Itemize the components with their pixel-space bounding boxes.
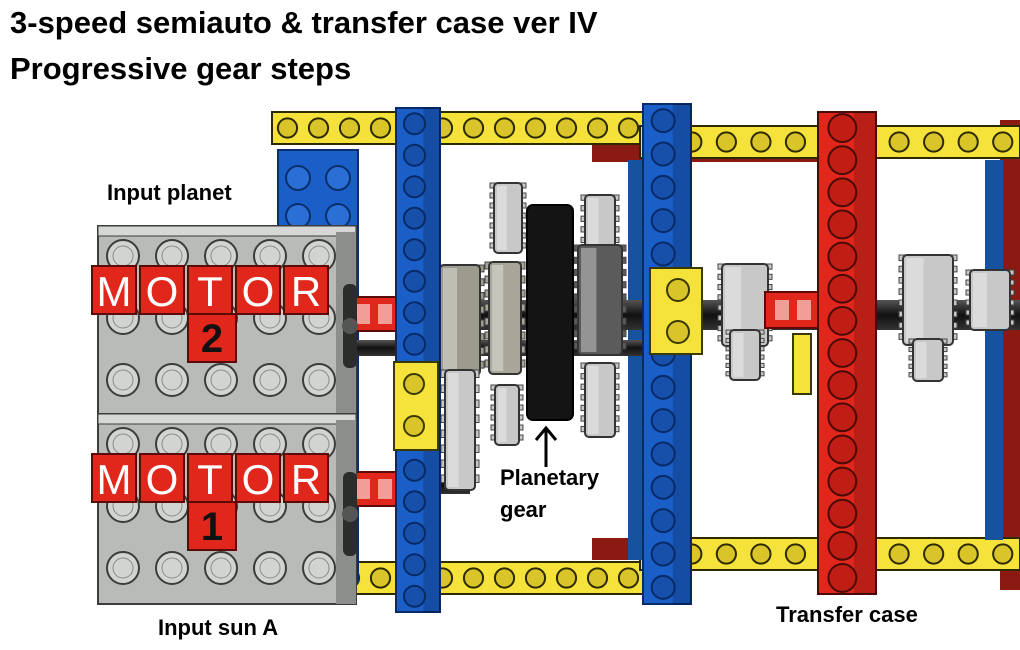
motor-top-letter: O [242,268,275,315]
gear-train [435,182,1015,491]
gear-transfer-4 [908,338,948,382]
arrow-up-icon [534,425,558,467]
motor-top-letter-tile: O [235,265,281,315]
title-line-2: Progressive gear steps [10,51,352,86]
gear-transfer-5 [965,269,1015,331]
motor-bottom-letter-tile: O [139,453,185,503]
blue-beam-front-left [395,107,441,613]
motor-bottom-letter-tile: R [283,453,329,503]
motor-top-letter: R [291,268,321,315]
label-transfer-case: Transfer case [776,602,918,627]
gear-transfer-3 [898,254,958,346]
motor-top-letter-tile: T [187,265,233,315]
gear-upper-left [489,182,527,254]
gear-input-planet-1 [435,264,485,376]
red-beam-transfer-case [817,111,877,595]
gear-lower-left [440,369,480,491]
motor-top-letter-tile: O [139,265,185,315]
motor-bottom-letter: R [291,456,321,503]
label-input-sun: Input sun A [158,615,279,640]
yellow-beam-top-left [271,111,645,145]
gear-planetary-ring [573,244,627,356]
motor-bottom-letter: O [242,456,275,503]
label-planetary-1: Planetary [500,465,600,490]
motor-top-number: 2 [201,317,223,361]
title-line-1: 3-speed semiauto & transfer case ver IV [10,5,598,40]
gear-transfer-2 [725,329,765,381]
motor-bottom-number-tile: 1 [187,501,237,551]
motor-top-letter: O [146,268,179,315]
motor-bottom-letter: T [197,456,223,503]
bearing-blocks [393,267,812,451]
motor-top-number-tile: 2 [187,313,237,363]
gear-planetary-bottom [580,362,620,438]
gear-input-planet-2 [484,261,526,375]
motor-top-letter-tile: R [283,265,329,315]
motor-bottom-letter: M [97,456,132,503]
label-input-planet: Input planet [107,180,232,205]
motor-top-letter-tile: M [91,265,137,315]
planetary-carrier [526,204,574,421]
motor-top-letter: T [197,268,223,315]
motor-bottom-letter-tile: O [235,453,281,503]
motor-top-letter: M [97,268,132,315]
gear-lower-mid [490,384,524,446]
motor-bottom-letter: O [146,456,179,503]
label-planetary-2: gear [500,497,547,522]
motor-bottom-letter-tile: M [91,453,137,503]
motor-bottom-number: 1 [201,505,223,549]
motor-bottom-letter-tile: T [187,453,233,503]
blue-beams-back [277,149,1003,583]
red-beam-front [817,111,877,595]
